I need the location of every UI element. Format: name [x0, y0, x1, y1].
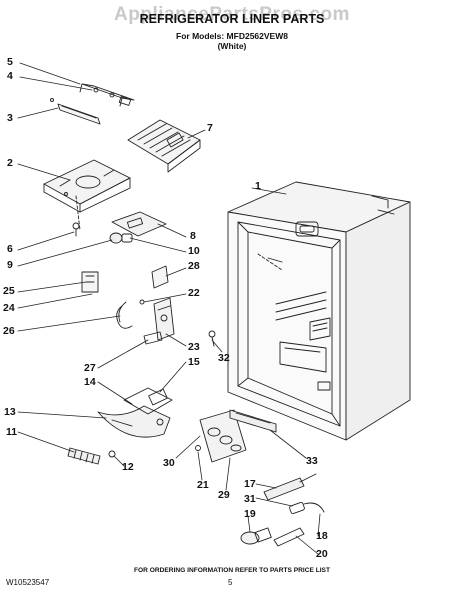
callout-29: 29 [218, 489, 230, 501]
callout-27: 27 [84, 362, 96, 374]
module-drawing [195, 409, 247, 463]
page-number: 5 [228, 578, 233, 587]
screw-drawing-32 [208, 330, 216, 347]
liner-drawing [227, 181, 411, 441]
callout-11: 11 [6, 426, 18, 438]
callout-33: 33 [306, 455, 318, 467]
screw-drawing [72, 222, 80, 237]
control-housing-drawing [97, 387, 173, 438]
callout-4: 4 [7, 70, 13, 82]
callout-13: 13 [4, 406, 16, 418]
callout-19: 19 [244, 508, 256, 520]
color-line: (White) [217, 41, 247, 51]
callout-26: 26 [3, 325, 15, 337]
callout-30: 30 [163, 457, 175, 469]
thermostat-drawing [139, 297, 175, 341]
grille-drawing [67, 447, 101, 465]
models-line: For Models: MFD2562VEW8 [176, 31, 288, 41]
callout-23: 23 [188, 341, 200, 353]
callout-15: 15 [188, 356, 200, 368]
callout-6: 6 [7, 243, 13, 255]
shield-drawing [50, 98, 101, 125]
switch-drawing [81, 271, 99, 293]
callout-9: 9 [7, 259, 13, 271]
callout-3: 3 [7, 112, 13, 124]
light-housing-drawing [111, 211, 167, 237]
callout-8: 8 [190, 230, 196, 242]
cover-drawing [116, 265, 169, 329]
sensor-parts-drawing [240, 473, 325, 547]
watermark-logo: AppliancePartsPros.com [114, 4, 350, 25]
callout-31: 31 [244, 493, 256, 505]
callout-21: 21 [197, 479, 209, 491]
ordering-note: FOR ORDERING INFORMATION REFER TO PARTS … [134, 567, 330, 574]
callout-1: 1 [255, 180, 261, 192]
document-number: W10523547 [6, 578, 50, 587]
callout-5: 5 [7, 56, 13, 68]
leader-lines [17, 62, 321, 555]
callout-24: 24 [3, 302, 15, 314]
callout-7: 7 [207, 122, 213, 134]
callout-18: 18 [316, 530, 328, 542]
callout-28: 28 [188, 260, 200, 272]
callout-22: 22 [188, 287, 200, 299]
vent-drawing [127, 119, 201, 173]
page-title: REFRIGERATOR LINER PARTS [139, 12, 325, 26]
callout-14: 14 [84, 376, 96, 388]
bracket-drawing [79, 83, 135, 107]
callout-17: 17 [244, 478, 256, 490]
callout-32: 32 [218, 352, 230, 364]
callout-25: 25 [3, 285, 15, 297]
callout-20: 20 [316, 548, 328, 560]
strip-drawing [229, 409, 277, 433]
callout-10: 10 [188, 245, 200, 257]
screw-drawing-12 [108, 450, 116, 458]
callout-12: 12 [122, 461, 134, 473]
housing-drawing [43, 159, 131, 231]
bulb-drawing [109, 232, 133, 244]
callout-2: 2 [7, 157, 13, 169]
